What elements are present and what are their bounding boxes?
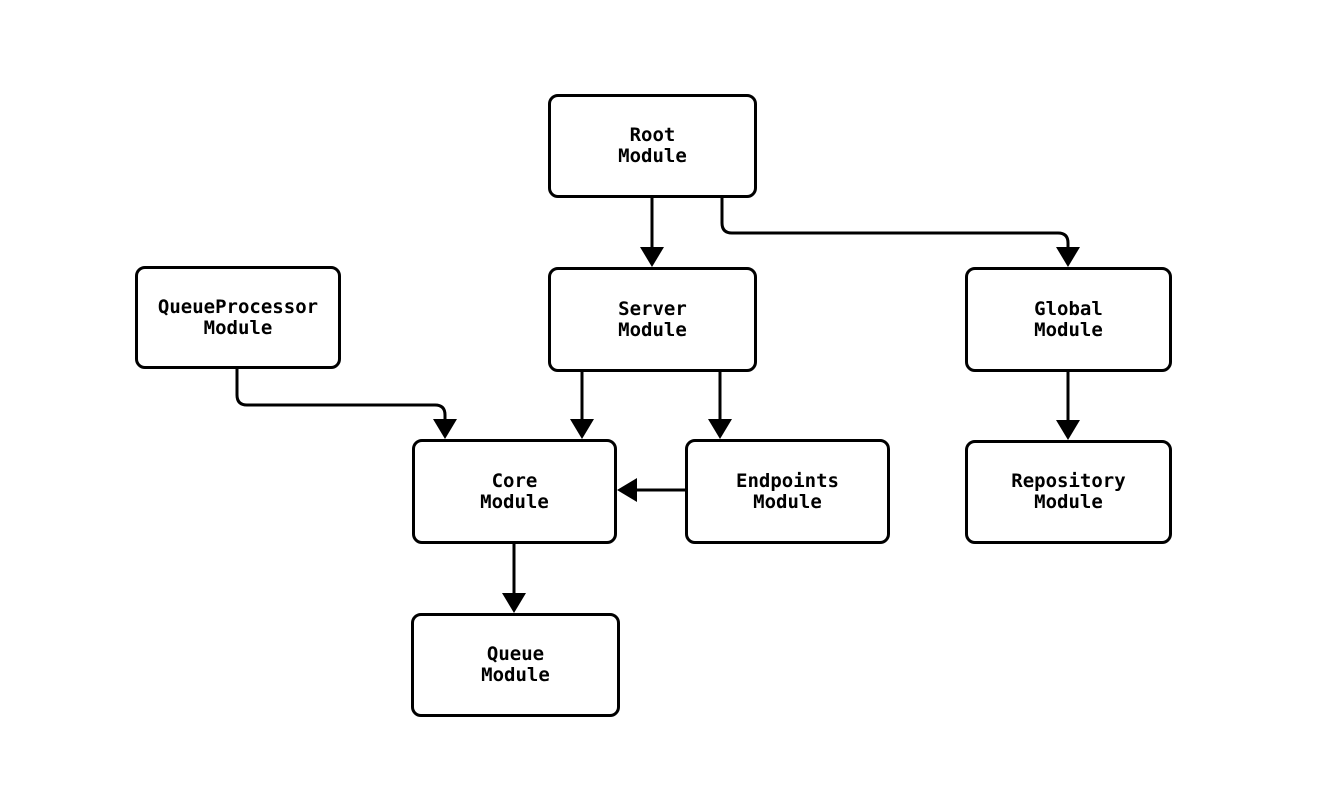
node-queue-module: Queue Module bbox=[411, 613, 620, 717]
node-endpoints-module: Endpoints Module bbox=[685, 439, 890, 544]
edge-root-to-server bbox=[640, 196, 664, 267]
arrowhead-icon bbox=[433, 419, 457, 439]
arrowhead-icon bbox=[570, 419, 594, 439]
node-core-module: Core Module bbox=[412, 439, 617, 544]
arrowhead-icon bbox=[1056, 420, 1080, 440]
node-label-line: Module bbox=[480, 490, 549, 513]
edge-server-to-endpoints bbox=[708, 370, 732, 439]
node-label-line: QueueProcessor bbox=[157, 295, 319, 318]
node-label-line: Global bbox=[1034, 297, 1103, 320]
node-label-line: Module bbox=[1034, 318, 1103, 341]
arrowhead-icon bbox=[502, 593, 526, 613]
node-queueprocessor-module: QueueProcessor Module bbox=[135, 266, 341, 369]
node-label-line: Core bbox=[491, 469, 538, 492]
edge-server-to-core bbox=[570, 370, 594, 439]
edge-global-to-repository bbox=[1056, 370, 1080, 440]
node-global-module: Global Module bbox=[965, 267, 1172, 372]
node-repository-module: Repository Module bbox=[965, 440, 1172, 544]
edge-queueprocessor-to-core bbox=[235, 367, 457, 439]
node-label-line: Module bbox=[618, 145, 687, 167]
node-label-line: Endpoints bbox=[736, 469, 839, 492]
node-label-line: Module bbox=[753, 490, 822, 513]
arrowhead-icon bbox=[708, 419, 732, 439]
node-label-line: Module bbox=[481, 664, 550, 686]
edge-line bbox=[235, 367, 447, 421]
node-label-line: Root bbox=[629, 124, 676, 146]
edge-root-to-global bbox=[720, 196, 1080, 267]
node-label-line: Repository bbox=[1011, 470, 1126, 492]
node-label-line: Server bbox=[618, 297, 687, 320]
edge-endpoints-to-core bbox=[617, 478, 687, 502]
edge-core-to-queue bbox=[502, 542, 526, 613]
node-label-line: Module bbox=[203, 316, 273, 339]
node-root-module: Root Module bbox=[548, 94, 757, 198]
arrowhead-icon bbox=[640, 247, 664, 267]
arrowhead-icon bbox=[617, 478, 637, 502]
node-server-module: Server Module bbox=[548, 267, 757, 372]
edge-line bbox=[720, 196, 1070, 249]
arrowhead-icon bbox=[1056, 247, 1080, 267]
node-label-line: Module bbox=[1034, 491, 1103, 513]
node-label-line: Module bbox=[618, 318, 687, 341]
node-label-line: Queue bbox=[486, 643, 545, 665]
